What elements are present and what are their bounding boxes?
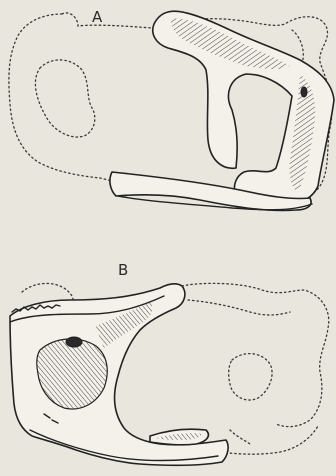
panel-a-dark-notch: [301, 87, 307, 97]
panel-b-label: B: [118, 261, 128, 279]
panel-b-top-dotted: [188, 300, 290, 315]
panel-a: A: [9, 8, 334, 211]
panel-a-inner-dotted: [35, 60, 94, 137]
panel-b-inner-dotted: [229, 354, 272, 400]
panel-b-dark-spot: [66, 337, 82, 347]
panel-b: B: [10, 261, 329, 465]
panel-a-label: A: [92, 8, 103, 26]
